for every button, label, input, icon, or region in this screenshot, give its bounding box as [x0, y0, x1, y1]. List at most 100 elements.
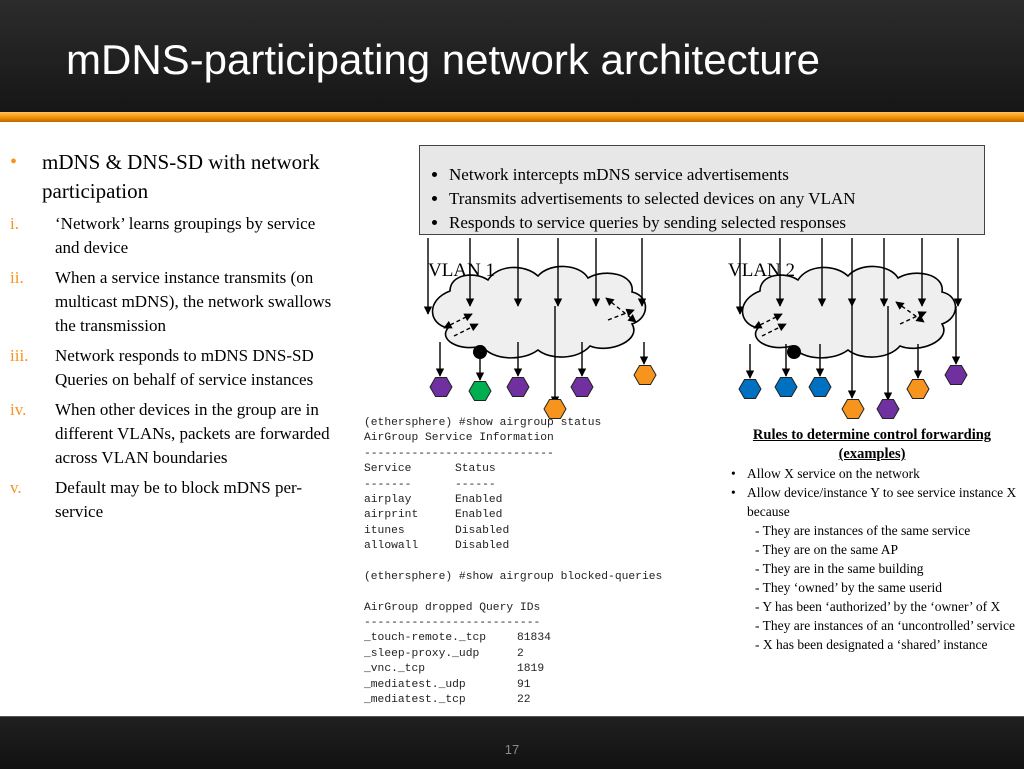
query-count: 91 — [517, 678, 531, 691]
dashed-arrow — [899, 311, 927, 325]
bullet-marker: • — [731, 485, 736, 500]
device-node — [570, 377, 594, 397]
cli-service-row: airplay Enabled — [364, 493, 724, 508]
device-node — [738, 379, 762, 399]
list-item-text: When a service instance transmits (on mu… — [55, 268, 332, 335]
device-node — [808, 377, 832, 397]
service-status: Disabled — [455, 540, 510, 553]
cli-query-row: _touch-remote._tcp 81834 — [364, 631, 724, 646]
dashed-arrow — [753, 313, 783, 329]
cli-line: (ethersphere) #show airgroup status — [364, 417, 602, 429]
rules-sub-item: - They are instances of an ‘uncontrolled… — [755, 618, 1016, 633]
service-name: airprint — [364, 509, 419, 522]
rules-sub-item: - Y has been ‘authorized’ by the ‘owner’… — [755, 599, 1001, 614]
list-item: i. ‘Network’ learns groupings by service… — [10, 212, 340, 260]
rules-sub-item: - X has been designated a ‘shared’ insta… — [755, 637, 988, 652]
list-item: iv. When other devices in the group are … — [10, 398, 340, 470]
query-count: 22 — [517, 694, 531, 707]
device-node — [633, 365, 657, 385]
network-callout-box: Network intercepts mDNS service advertis… — [419, 145, 985, 235]
left-bullet-list: • mDNS & DNS-SD with network participati… — [10, 148, 340, 530]
list-marker: iii. — [10, 346, 29, 365]
rules-sub-item: - They are instances of the same service — [755, 523, 971, 538]
list-marker: iv. — [10, 400, 27, 419]
bullet-marker: • — [731, 466, 736, 481]
cli-blank-line — [364, 585, 724, 600]
query-count: 81834 — [517, 632, 551, 645]
device-node — [468, 381, 492, 401]
list-item-text: Network responds to mDNS DNS-SD Queries … — [55, 346, 314, 389]
service-status: Enabled — [455, 493, 503, 506]
list-item: ii. When a service instance transmits (o… — [10, 266, 340, 338]
dashed-arrow — [443, 313, 473, 329]
device-nodes — [429, 345, 968, 419]
rules-sub-item: - They ‘owned’ by the same userid — [755, 580, 942, 595]
device-node — [429, 377, 453, 397]
cli-line: ---------------------------- — [364, 447, 554, 460]
rules-bullet: • Allow device/instance Y to see service… — [727, 483, 1017, 521]
cli-query-row: _mediatest._udp 91 — [364, 678, 724, 693]
service-name: airplay — [364, 493, 412, 506]
query-id: _mediatest._tcp — [364, 694, 466, 707]
cli-col-status: Status — [455, 463, 496, 476]
dashed-arrow — [453, 323, 479, 337]
query-id: _mediatest._udp — [364, 678, 466, 691]
main-bullet: • mDNS & DNS-SD with network participati… — [10, 148, 340, 206]
cli-line: AirGroup Service Information — [364, 432, 554, 445]
service-name: allowall — [364, 540, 419, 553]
query-id: _touch-remote._tcp — [364, 632, 487, 645]
callout-item: Responds to service queries by sending s… — [449, 211, 984, 235]
list-item-text: ‘Network’ learns groupings by service an… — [55, 214, 316, 257]
device-node — [944, 365, 968, 385]
rules-bullet: • Allow X service on the network — [727, 464, 1017, 483]
cli-blank-line — [364, 555, 724, 570]
vlan1-label: VLAN 1 — [428, 260, 495, 281]
device-node — [841, 399, 865, 419]
rules-sub-item: - They are in the same building — [755, 561, 924, 576]
forwarding-arrows — [423, 238, 963, 405]
query-count: 1819 — [517, 663, 545, 676]
query-count: 2 — [517, 647, 524, 660]
vlan2-label: VLAN 2 — [728, 260, 795, 281]
cli-rule: ------ — [455, 478, 496, 491]
list-item-text: Default may be to block mDNS per-service — [55, 478, 303, 521]
service-status: Enabled — [455, 509, 503, 522]
list-marker: v. — [10, 478, 22, 497]
list-item-text: When other devices in the group are in d… — [55, 400, 330, 467]
dashed-arrow — [761, 323, 787, 337]
vlan-clouds — [431, 265, 957, 359]
junction-dot — [787, 345, 801, 359]
list-marker: i. — [10, 214, 19, 233]
cli-rule: ------- — [364, 478, 412, 491]
callout-item: Network intercepts mDNS service advertis… — [449, 163, 984, 187]
slide-footer: 17 — [0, 716, 1024, 769]
vlan2-cloud — [741, 265, 957, 359]
dashed-arrow — [607, 308, 635, 321]
bullet-marker: • — [10, 151, 18, 173]
main-bullet-text: mDNS & DNS-SD with network participation — [42, 150, 320, 203]
rules-bullet-text: Allow device/instance Y to see service i… — [747, 485, 1017, 519]
device-node — [906, 379, 930, 399]
device-node — [506, 377, 530, 397]
cli-query-row: _vnc._tcp 1819 — [364, 662, 724, 677]
list-marker: ii. — [10, 268, 24, 287]
cli-service-row: airprint Enabled — [364, 508, 724, 523]
vlan1-cloud — [431, 265, 647, 359]
rules-bullet-text: Allow X service on the network — [747, 466, 920, 481]
cli-service-row: allowall Disabled — [364, 539, 724, 554]
device-node — [876, 399, 900, 419]
cli-query-row: _mediatest._tcp 22 — [364, 693, 724, 708]
rules-panel: Rules to determine control forwarding (e… — [727, 426, 1017, 654]
slide-header: mDNS-participating network architecture — [0, 0, 1024, 113]
header-accent-bar — [0, 112, 1024, 122]
device-node — [543, 399, 567, 419]
callout-list: Network intercepts mDNS service advertis… — [430, 163, 984, 235]
service-status: Disabled — [455, 524, 510, 537]
junction-dot — [473, 345, 487, 359]
query-id: _vnc._tcp — [364, 663, 426, 676]
device-node — [774, 377, 798, 397]
